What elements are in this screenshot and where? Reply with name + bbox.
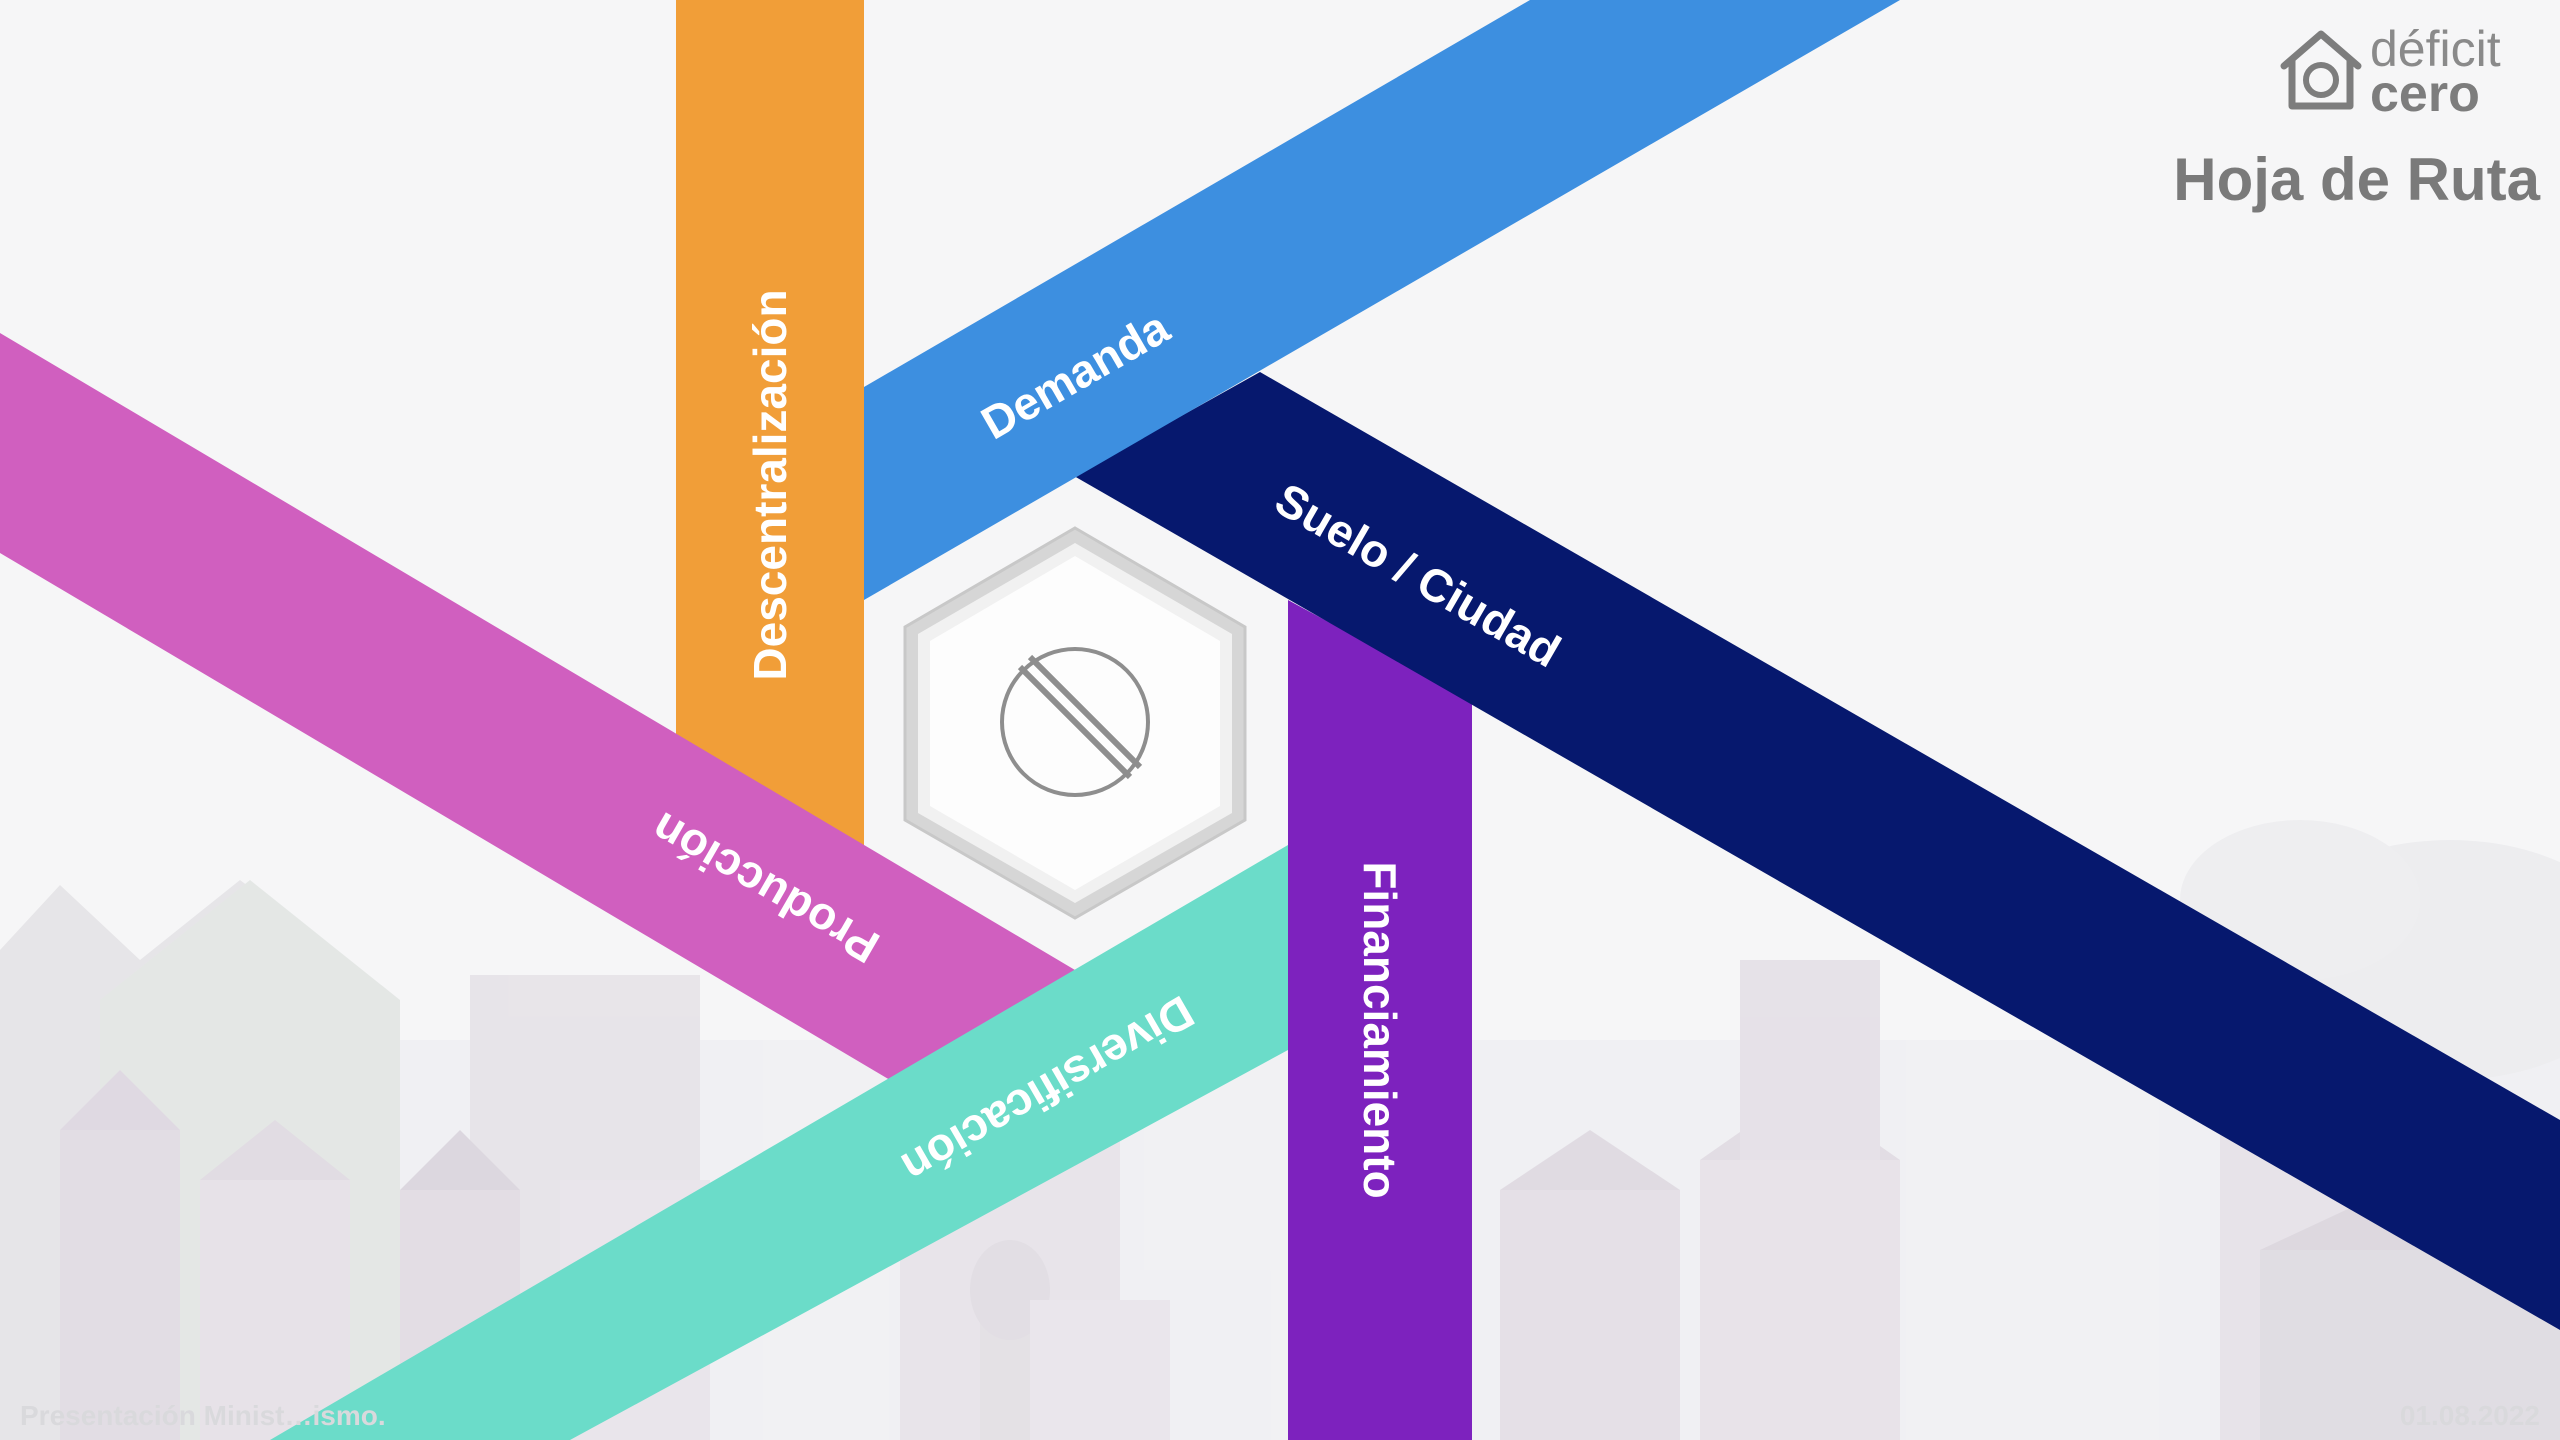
house-icon (2280, 30, 2362, 110)
footer-date: 01.08.2022 (2399, 1400, 2540, 1431)
brand-name-top: déficit (2370, 21, 2501, 77)
page-title: Hoja de Ruta (2173, 146, 2540, 213)
band-suelo-ciudad (1074, 372, 2560, 1330)
band-diversificacion (270, 845, 1288, 1440)
band-demanda (864, 0, 1900, 600)
label-descentralizacion: Descentralización (744, 289, 796, 680)
deficit-cero-logo: déficit cero (2276, 22, 2536, 122)
label-financiamiento: Financiamiento (1354, 861, 1406, 1198)
brand-name-bottom: cero (2370, 65, 2480, 123)
prohibition-icon (1000, 647, 1150, 797)
footer-presentation: Presentación Minist…ismo. (20, 1400, 386, 1431)
band-financiamiento (1288, 600, 1472, 1440)
band-descentralizacion (676, 0, 864, 845)
band-produccion (0, 333, 1075, 1080)
